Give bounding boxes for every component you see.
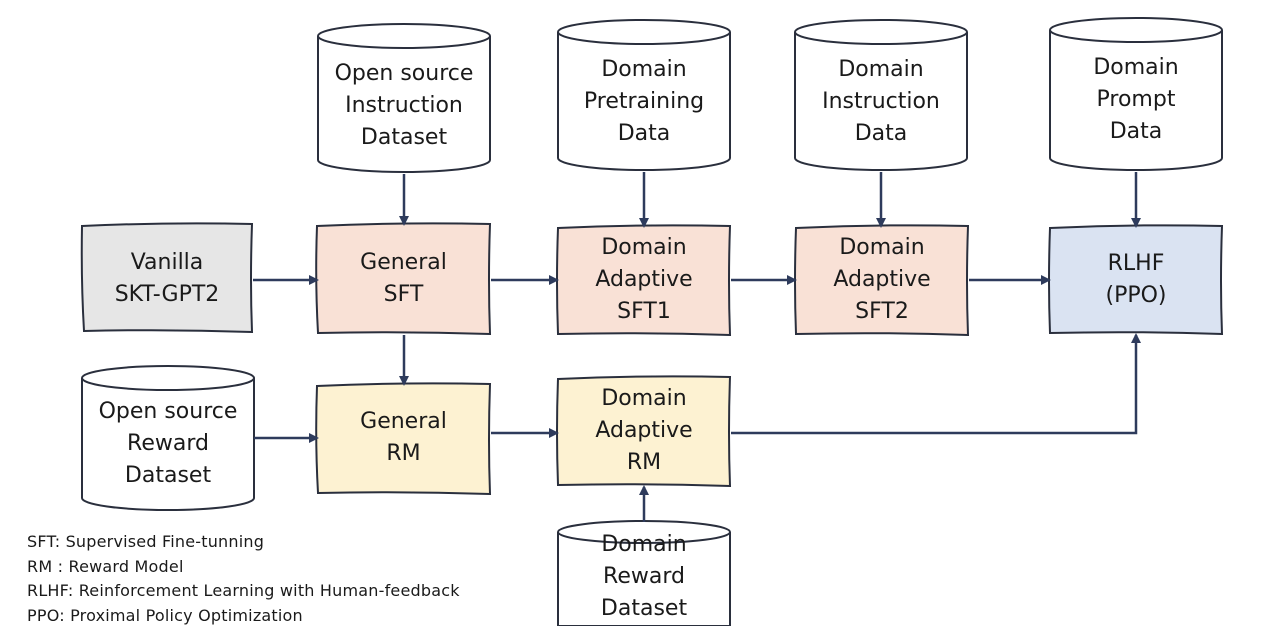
legend-item-rm: RM : Reward Model xyxy=(27,555,460,580)
dataset-open-source-reward: Open source Reward Dataset xyxy=(82,386,254,502)
dataset-label: Domain Prompt Data xyxy=(1093,52,1178,148)
model-domain-sft1: Domain Adaptive SFT1 xyxy=(558,226,730,334)
model-general-sft: General SFT xyxy=(317,226,490,332)
legend-item-rlhf: RLHF: Reinforcement Learning with Human-… xyxy=(27,579,460,604)
model-label: General SFT xyxy=(360,247,447,311)
model-general-rm: General RM xyxy=(317,384,490,492)
dataset-label: Domain Reward Dataset xyxy=(601,529,687,625)
dataset-label: Domain Instruction Data xyxy=(822,54,940,150)
model-label: Domain Adaptive SFT1 xyxy=(595,232,692,328)
abbreviation-legend: SFT: Supervised Fine-tunning RM : Reward… xyxy=(27,530,460,628)
model-rlhf: RLHF (PPO) xyxy=(1050,226,1222,334)
model-label: Domain Adaptive RM xyxy=(595,383,692,479)
model-domain-rm: Domain Adaptive RM xyxy=(558,377,730,485)
dataset-label: Domain Pretraining Data xyxy=(584,54,704,150)
legend-item-sft: SFT: Supervised Fine-tunning xyxy=(27,530,460,555)
dataset-domain-prompt: Domain Prompt Data xyxy=(1050,42,1222,158)
model-label: General RM xyxy=(360,406,447,470)
legend-item-ppo: PPO: Proximal Policy Optimization xyxy=(27,604,460,628)
model-domain-sft2: Domain Adaptive SFT2 xyxy=(796,226,968,334)
dataset-domain-pretraining: Domain Pretraining Data xyxy=(558,44,730,160)
dataset-label: Open source Instruction Dataset xyxy=(335,58,474,154)
model-label: Vanilla SKT-GPT2 xyxy=(115,247,220,311)
model-vanilla: Vanilla SKT-GPT2 xyxy=(82,226,252,332)
arrow-domain-rm-to-rlhf xyxy=(731,335,1136,433)
model-label: RLHF (PPO) xyxy=(1105,248,1166,312)
dataset-label: Open source Reward Dataset xyxy=(99,396,238,492)
dataset-open-source-instruction: Open source Instruction Dataset xyxy=(318,48,490,164)
dataset-domain-reward: Domain Reward Dataset xyxy=(558,528,730,626)
dataset-domain-instruction: Domain Instruction Data xyxy=(795,44,967,160)
model-label: Domain Adaptive SFT2 xyxy=(833,232,930,328)
